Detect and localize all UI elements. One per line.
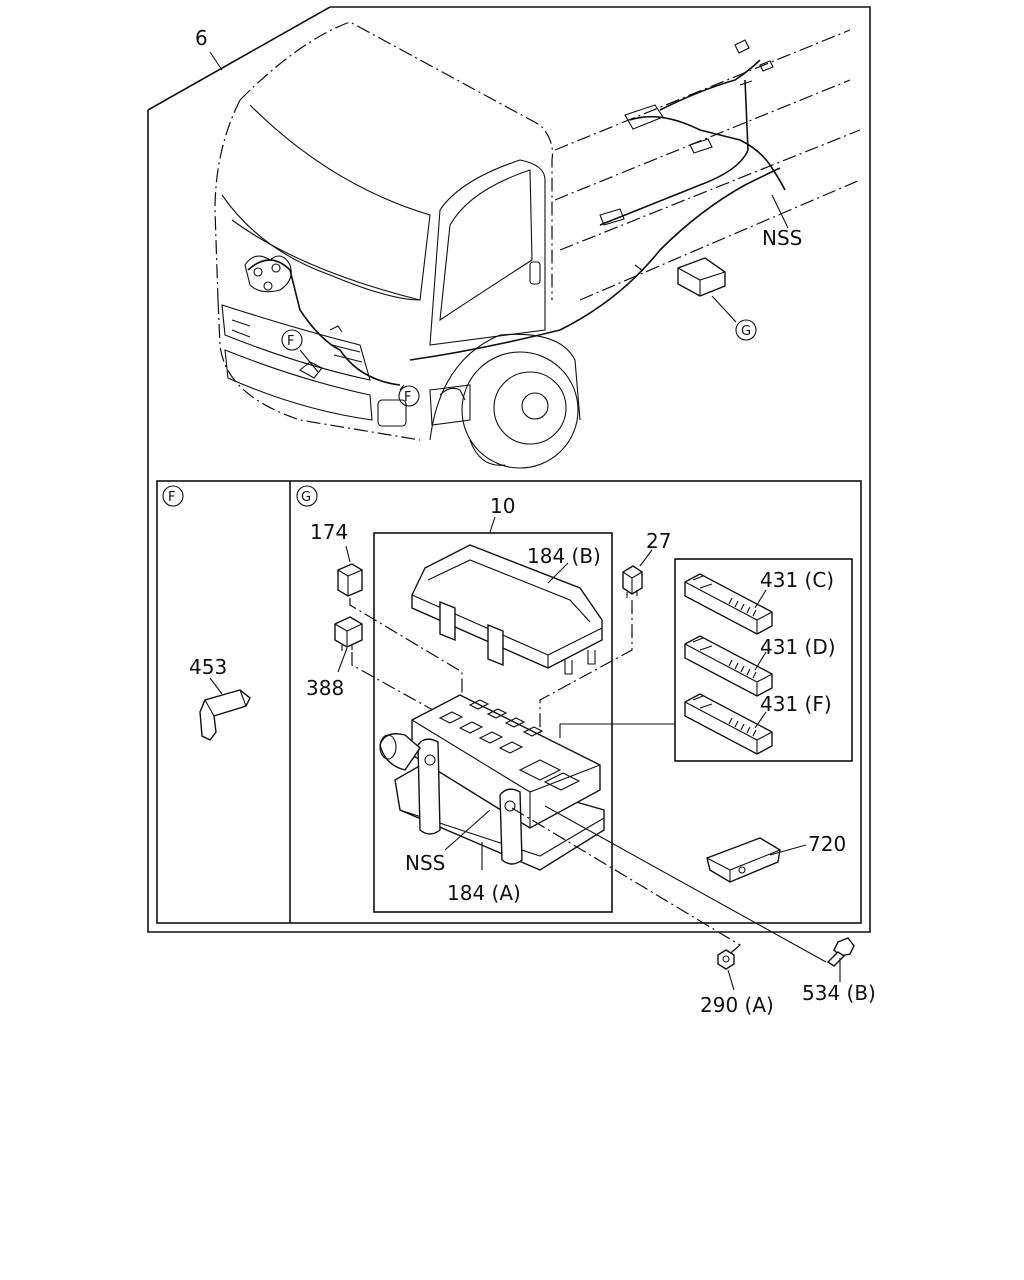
part-720-label: 720 bbox=[808, 832, 846, 856]
part-431d-label: 431 (D) bbox=[760, 635, 836, 659]
detail-frames bbox=[156, 480, 862, 924]
truck-cab-illustration bbox=[214, 21, 861, 469]
connector-431c bbox=[684, 573, 773, 635]
cover-184b bbox=[411, 544, 603, 675]
callout-f2: F bbox=[398, 385, 420, 407]
part-10-label: 10 bbox=[490, 494, 515, 518]
callout-f1: F bbox=[281, 329, 303, 351]
callout-f2-letter: F bbox=[404, 390, 411, 405]
section-f-callout: F bbox=[162, 485, 184, 507]
part-431c-label: 431 (C) bbox=[760, 568, 834, 592]
bracket-720 bbox=[706, 837, 807, 883]
part-431f-label: 431 (F) bbox=[760, 692, 832, 716]
clip-453 bbox=[199, 677, 251, 741]
part-290a-label: 290 (A) bbox=[700, 993, 774, 1017]
part-388-label: 388 bbox=[306, 676, 344, 700]
callout-g-top-letter: G bbox=[741, 324, 751, 339]
connector-431f bbox=[684, 693, 773, 755]
relay-388 bbox=[334, 616, 441, 715]
callout-f1-letter: F bbox=[287, 334, 294, 349]
part-27-label: 27 bbox=[646, 529, 671, 553]
bolt-534b bbox=[826, 937, 855, 982]
part-184b-label: 184 (B) bbox=[527, 544, 601, 568]
assembly-frame bbox=[147, 6, 871, 933]
part-184a-label: 184 (A) bbox=[447, 881, 521, 905]
part-534b-label: 534 (B) bbox=[802, 981, 876, 1005]
nut-290a bbox=[717, 949, 735, 991]
relay-174 bbox=[337, 545, 463, 700]
callout-g-top: G bbox=[735, 319, 757, 341]
nss-label-bottom: NSS bbox=[405, 851, 445, 875]
section-f-letter: F bbox=[168, 490, 175, 505]
section-g-letter: G bbox=[301, 490, 311, 505]
assembly-number: 6 bbox=[195, 26, 208, 50]
part-174-label: 174 bbox=[310, 520, 348, 544]
section-g-callout: G bbox=[296, 485, 318, 507]
connector-431d bbox=[684, 635, 773, 697]
fuse-27 bbox=[539, 549, 653, 740]
part-453-label: 453 bbox=[189, 655, 227, 679]
nss-label-top: NSS bbox=[762, 226, 802, 250]
fuse-box-base-184a bbox=[379, 694, 605, 871]
